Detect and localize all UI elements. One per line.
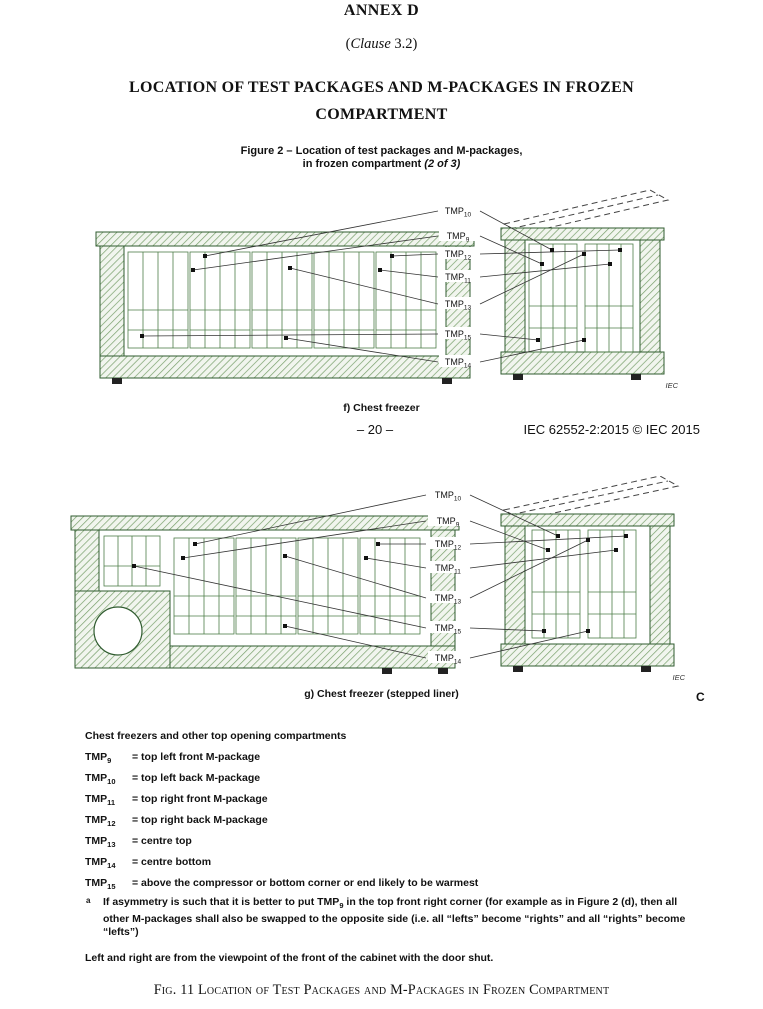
clause-reference: (Clause 3.2) xyxy=(0,36,763,53)
legend-item-tmp15: TMP15 = above the compressor or bottom c… xyxy=(85,877,705,898)
legend-item-tmp10: TMP10 = top left back M-package xyxy=(85,772,705,793)
tmp-label: TMP10 xyxy=(445,206,472,219)
tmp-term: TMP14 xyxy=(85,856,116,871)
tmp-definition: = above the compressor or bottom corner … xyxy=(132,877,479,889)
tmp-position-markers xyxy=(140,248,622,342)
tmp-label: TMP14 xyxy=(445,357,472,370)
leader-lines xyxy=(133,494,627,659)
tmp-term: TMP15 xyxy=(85,877,116,892)
stepped-freezer-side-view xyxy=(70,515,460,674)
legend-item-tmp11: TMP11 = top right front M-package xyxy=(85,793,705,814)
compressor-circle xyxy=(93,606,143,656)
fig11-caption: Fig. 11 Location of Test Packages and M-… xyxy=(153,982,610,998)
tmp-legend-list: TMP9 = top left front M-package TMP10 = … xyxy=(85,751,705,898)
legend-item-tmp12: TMP12 = top right back M-package xyxy=(85,814,705,835)
tmp-definition: = top left front M-package xyxy=(132,751,261,763)
tmp-term: TMP11 xyxy=(85,793,116,808)
diagram-f-caption: f) Chest freezer xyxy=(343,402,420,414)
open-lid-outline xyxy=(502,476,680,521)
tmp-definition: = top right back M-package xyxy=(132,814,268,826)
document-reference: IEC 62552-2:2015 © IEC 2015 xyxy=(523,422,700,437)
diagram-chest-freezer-stepped: TMP10 TMP9 TMP12 TMP11 TMP13 TMP15 TMP14… xyxy=(70,476,686,682)
tmp-position-markers xyxy=(132,534,628,633)
tmp-label: TMP14 xyxy=(435,653,462,666)
clause-number: 3.2) xyxy=(390,36,418,52)
chest-freezer-end-view xyxy=(500,189,670,380)
iec-source-label: IEC xyxy=(672,673,685,682)
tmp-term: TMP12 xyxy=(85,814,116,829)
annex-main-title: LOCATION OF TEST PACKAGES AND M-PACKAGES… xyxy=(0,74,763,128)
figure2-caption-sheet: (2 of 3) xyxy=(424,158,461,170)
tmp-label: TMP13 xyxy=(445,299,472,312)
footnote-tmp-term: TMP9 xyxy=(317,896,344,911)
open-lid-outline xyxy=(502,189,670,235)
annex-main-title-line1: LOCATION OF TEST PACKAGES AND M-PACKAGES… xyxy=(129,79,634,96)
tmp-definition: = top right front M-package xyxy=(132,793,268,805)
tmp-label: TMP15 xyxy=(445,329,472,342)
clause-word: Clause xyxy=(350,36,391,52)
legend-item-tmp9: TMP9 = top left front M-package xyxy=(85,751,705,772)
tmp-term: TMP10 xyxy=(85,772,116,787)
diagram-g-caption: g) Chest freezer (stepped liner) xyxy=(304,688,459,700)
tmp-label: TMP9 xyxy=(447,231,470,244)
page-number: – 20 – xyxy=(356,422,394,437)
viewpoint-note: Left and right are from the viewpoint of… xyxy=(85,952,494,964)
figure2-caption: Figure 2 – Location of test packages and… xyxy=(0,145,763,171)
figure2-caption-line1: Figure 2 – Location of test packages and… xyxy=(240,145,523,157)
leader-lines xyxy=(141,210,621,363)
tmp-label: TMP15 xyxy=(435,623,462,636)
legend-item-tmp13: TMP13 = centre top xyxy=(85,835,705,856)
tmp-label: TMP12 xyxy=(445,249,472,262)
tmp-label: TMP13 xyxy=(435,593,462,606)
tmp-definition: = top left back M-package xyxy=(132,772,261,784)
tmp-label: TMP9 xyxy=(437,516,460,529)
tmp-label: TMP10 xyxy=(435,490,462,503)
margin-revision-letter: C xyxy=(696,690,705,704)
tmp-definition: = centre top xyxy=(132,835,192,847)
tmp-labels: TMP10 TMP9 TMP12 TMP11 TMP13 TMP15 TMP14 xyxy=(428,488,468,666)
tmp-definition: = centre bottom xyxy=(132,856,212,868)
annex-title: ANNEX D xyxy=(343,2,420,19)
legend-item-tmp14: TMP14 = centre bottom xyxy=(85,856,705,877)
legend-heading: Chest freezers and other top opening com… xyxy=(85,730,347,742)
tmp-term: TMP9 xyxy=(85,751,112,766)
footnote-marker: a xyxy=(86,896,91,905)
tmp-label: TMP11 xyxy=(435,563,461,576)
tmp-label: TMP11 xyxy=(445,272,471,285)
clause-prefix: ( xyxy=(345,36,351,52)
stepped-freezer-end-view xyxy=(500,476,680,672)
annex-main-title-line2: COMPARTMENT xyxy=(315,106,448,123)
figure2-caption-line2: in frozen compartment (2 of 3) xyxy=(302,158,461,170)
tmp-label: TMP12 xyxy=(435,539,462,552)
iec-source-label: IEC xyxy=(665,381,678,390)
diagram-chest-freezer: TMP10 TMP9 TMP12 TMP11 TMP13 TMP15 TMP14… xyxy=(95,189,679,390)
tmp-term: TMP13 xyxy=(85,835,116,850)
tmp-labels: TMP10 TMP9 TMP12 TMP11 TMP13 TMP15 TMP14 xyxy=(439,204,479,370)
